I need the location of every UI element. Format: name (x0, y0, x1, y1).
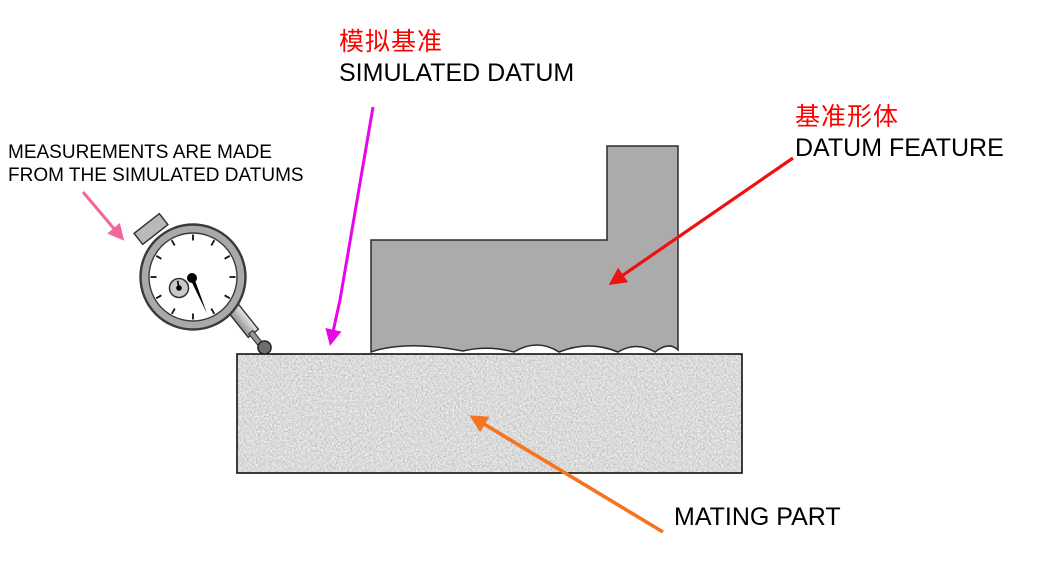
datum-feature-label-en: DATUM FEATURE (795, 134, 1004, 162)
simulated-datum-label: 模拟基准 SIMULATED DATUM (339, 27, 574, 88)
measurements-note-line1: MEASUREMENTS ARE MADE (8, 142, 272, 163)
gauge-contact-ball (257, 340, 272, 355)
simulated-datum-arrow (325, 106, 375, 346)
mating-part-arrow (469, 415, 664, 534)
gauge-stem (133, 212, 169, 246)
gauge-subdial-hub (176, 285, 182, 291)
granite-surface-plate (236, 353, 743, 474)
stepped-part (370, 145, 679, 354)
mating-part-label: MATING PART (674, 503, 841, 531)
gauge-needle (190, 277, 207, 314)
gauge-hub (187, 273, 197, 283)
datum-feature-label-zh: 基准形体 (795, 103, 900, 131)
measurements-note-label: MEASUREMENTS ARE MADE FROM THE SIMULATED… (8, 141, 304, 187)
gauge-tick-marks (150, 234, 236, 320)
simulated-datum-label-en: SIMULATED DATUM (339, 59, 575, 87)
measurements-note-line2: FROM THE SIMULATED DATUMS (8, 165, 304, 186)
simulated-datum-label-zh: 模拟基准 (339, 28, 444, 56)
measurements-note-arrow (81, 191, 125, 241)
datum-feature-label: 基准形体 DATUM FEATURE (795, 102, 1004, 163)
datum-feature-arrow (608, 156, 794, 285)
dial-indicator-icon (133, 212, 272, 355)
